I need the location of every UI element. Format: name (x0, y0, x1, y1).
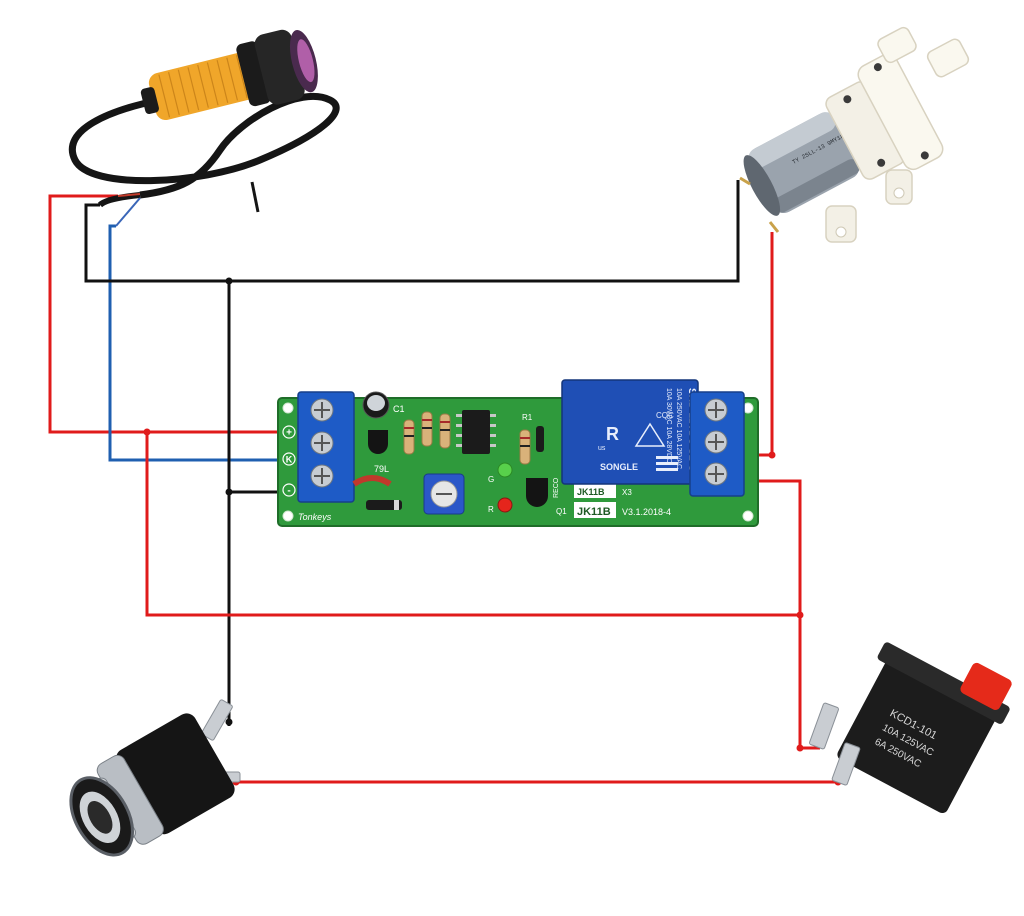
dc-power-jack-icon (69, 699, 241, 857)
terminal-labels: + K - (282, 425, 296, 497)
relay-ul-mark: R (606, 424, 619, 444)
label-q1: Q1 (556, 507, 567, 516)
relay-brand: SONGLE (600, 462, 638, 472)
wire-positive-bus (145, 432, 800, 617)
wire-sensor-ground (84, 180, 740, 283)
relay-icon: SRD-12VDC-SL-C 10A 250VAC 10A 125VAC 10A… (561, 379, 699, 485)
label-r1: R1 (522, 413, 533, 422)
relay-cqc-mark: CQC (656, 411, 674, 420)
label-x3: X3 (622, 488, 632, 497)
junction-dot (225, 488, 233, 496)
junction-dot (225, 277, 233, 285)
label-r: R (488, 505, 494, 514)
red-led-icon (497, 497, 513, 513)
label-g: G (488, 475, 494, 484)
label-79l: 79L (374, 464, 389, 474)
rocker-switch-icon: KCD1-101 10A 125VAC 6A 250VAC (809, 642, 1012, 814)
relay-rating-dc: 10A 30VDC 10A 28VDC (665, 388, 672, 463)
junctions (143, 277, 842, 786)
water-pump-icon: TY 2SLL-13 9MY18B7021 (739, 26, 970, 243)
wire-sensor-signal (108, 224, 285, 462)
sensor-cable (69, 92, 340, 199)
junction-dot (796, 611, 804, 619)
output-terminal-block (689, 391, 745, 497)
board-version: V3.1.2018-4 (622, 507, 671, 517)
board-brand: Tonkeys (298, 512, 332, 522)
relay-us-mark: us (598, 445, 606, 452)
green-led-icon (497, 462, 513, 478)
sensor-body (148, 51, 263, 121)
input-terminal-block (297, 391, 355, 503)
relay-rating-ac: 10A 250VAC 10A 125VAC (675, 388, 682, 469)
wires (48, 180, 840, 784)
switch-rocker (960, 662, 1012, 711)
terminal-label-signal: K (286, 455, 293, 465)
ir-proximity-sensor-icon (69, 29, 340, 227)
junction-dot (225, 718, 233, 726)
terminal-label-positive: + (286, 428, 292, 439)
junction-dot (143, 428, 151, 436)
junction-dot (796, 744, 804, 752)
label-reco: RECO (553, 477, 560, 498)
junction-dot (768, 451, 776, 459)
wire-sensor-positive (48, 194, 285, 434)
ic-chip-icon (462, 410, 490, 454)
terminal-label-negative: - (287, 486, 290, 497)
label-c1: C1 (393, 404, 405, 414)
board-model: JK11B (577, 506, 611, 518)
board-model-small: JK11B (577, 487, 605, 497)
relay-timer-board-icon: + K - C1 79L (277, 379, 759, 527)
